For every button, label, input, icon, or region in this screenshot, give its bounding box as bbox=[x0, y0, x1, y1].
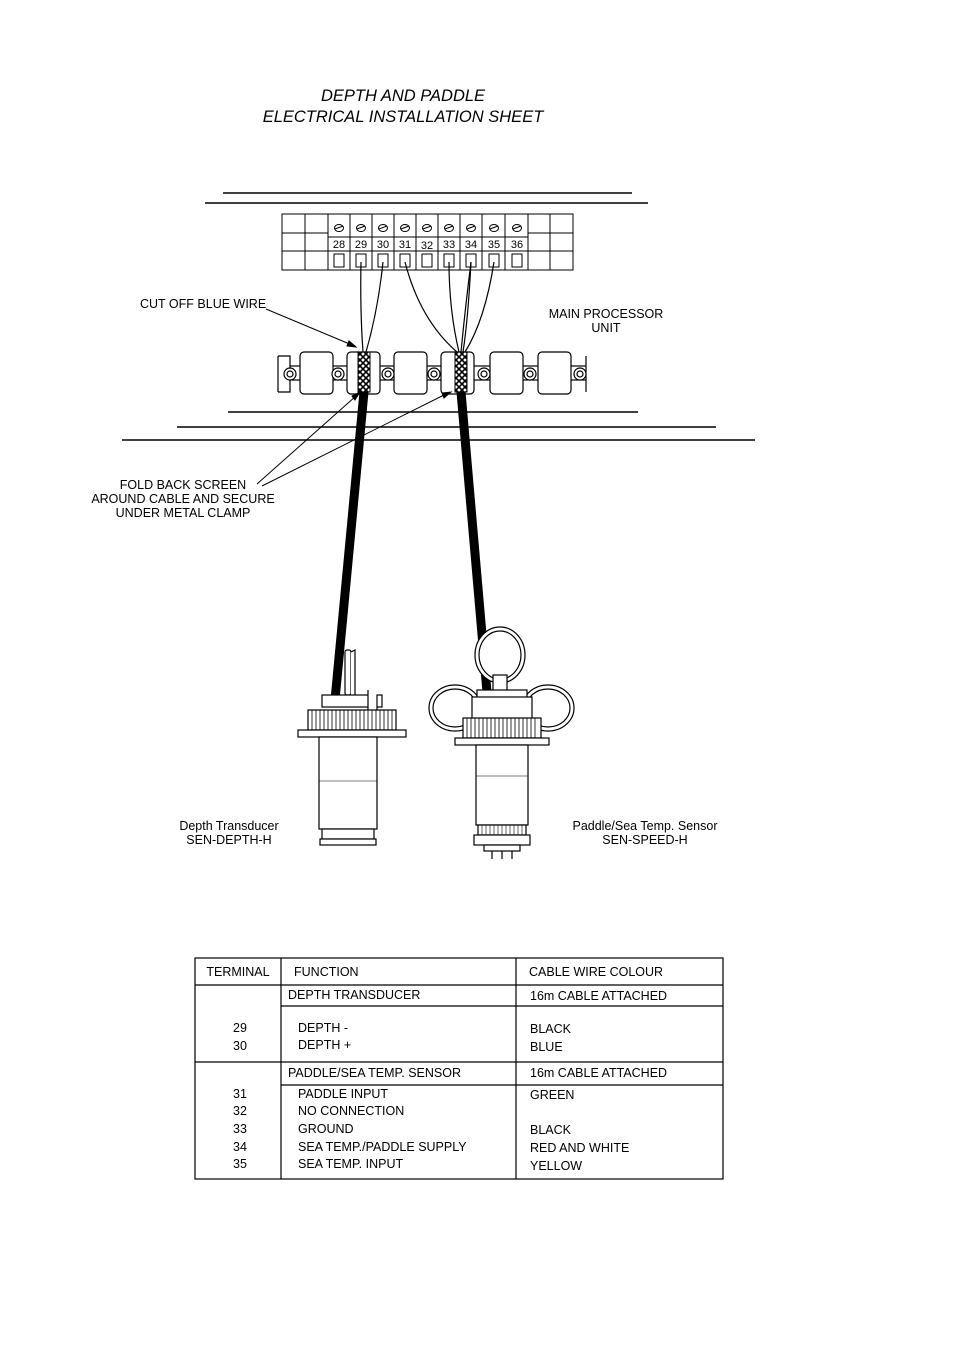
cell-terminal: 31 bbox=[233, 1087, 247, 1101]
terminal-number: 31 bbox=[399, 239, 411, 251]
cell-terminal: 30 bbox=[233, 1039, 247, 1053]
page-title: DEPTH AND PADDLE ELECTRICAL INSTALLATION… bbox=[0, 86, 806, 128]
screw-icon bbox=[378, 224, 388, 232]
terminal-number: 28 bbox=[333, 239, 345, 251]
group-heading-paddle: PADDLE/SEA TEMP. SENSOR bbox=[288, 1066, 461, 1080]
terminal-number: 32 bbox=[421, 240, 433, 252]
screw-icon bbox=[422, 224, 432, 232]
depth-transducer-drawing bbox=[297, 649, 407, 846]
terminal-screws bbox=[334, 224, 522, 232]
cell-colour: YELLOW bbox=[530, 1159, 583, 1173]
terminal-number: 29 bbox=[355, 239, 367, 251]
cell-terminal: 35 bbox=[233, 1157, 247, 1171]
header-terminal: TERMINAL bbox=[206, 965, 270, 979]
title-line-2: ELECTRICAL INSTALLATION SHEET bbox=[262, 108, 544, 126]
label-main-processor-line-1: MAIN PROCESSOR bbox=[548, 307, 664, 321]
group-colour-heading-paddle: 16m CABLE ATTACHED bbox=[530, 1066, 668, 1080]
screw-icon bbox=[489, 224, 499, 232]
group-colour-heading-depth: 16m CABLE ATTACHED bbox=[530, 989, 668, 1003]
label-fold-back-screen: FOLD BACK SCREEN AROUND CABLE AND SECURE… bbox=[86, 478, 280, 520]
header-colour: CABLE WIRE COLOUR bbox=[529, 965, 664, 979]
leader-lines bbox=[256, 308, 453, 487]
cell-terminal: 29 bbox=[233, 1021, 247, 1035]
paddle-sensor-code: SEN-SPEED-H bbox=[602, 833, 688, 847]
screw-icon bbox=[512, 224, 522, 232]
terminal-number: 33 bbox=[443, 239, 455, 251]
paddle-sensor-name: Paddle/Sea Temp. Sensor bbox=[572, 819, 718, 833]
cell-function: SEA TEMP. INPUT bbox=[298, 1157, 404, 1171]
label-depth-transducer: Depth Transducer SEN-DEPTH-H bbox=[166, 819, 292, 847]
cable-clamp-bar bbox=[277, 351, 587, 395]
cell-terminal: 33 bbox=[233, 1122, 247, 1136]
cell-function: PADDLE INPUT bbox=[298, 1087, 389, 1101]
cell-function: SEA TEMP./PADDLE SUPPLY bbox=[298, 1140, 467, 1154]
wires bbox=[360, 261, 495, 353]
terminal-numbers: 28 29 30 31 32 33 34 35 36 bbox=[333, 239, 523, 252]
group-heading-depth: DEPTH TRANSDUCER bbox=[288, 988, 421, 1002]
wiring-diagram: 28 29 30 31 32 33 34 35 36 bbox=[122, 192, 755, 859]
terminal-number: 34 bbox=[465, 239, 477, 251]
depth-transducer-name: Depth Transducer bbox=[179, 819, 279, 833]
cell-terminal: 32 bbox=[233, 1104, 247, 1118]
processor-housing-lines bbox=[122, 192, 755, 441]
cell-function: DEPTH - bbox=[298, 1021, 348, 1035]
cell-colour: BLUE bbox=[530, 1040, 563, 1054]
label-main-processor-line-2: UNIT bbox=[591, 321, 621, 335]
label-fold-back-line-1: FOLD BACK SCREEN bbox=[119, 478, 247, 492]
cell-colour: GREEN bbox=[530, 1088, 575, 1102]
table-row: 29 DEPTH - BLACK 30 DEPTH + BLUE bbox=[195, 1020, 723, 1056]
terminal-number: 36 bbox=[511, 239, 523, 251]
screw-icon bbox=[466, 224, 476, 232]
terminal-number: 30 bbox=[377, 239, 389, 251]
cell-function: GROUND bbox=[298, 1122, 354, 1136]
header-function: FUNCTION bbox=[294, 965, 359, 979]
label-main-processor-unit: MAIN PROCESSOR UNIT bbox=[544, 307, 668, 335]
label-paddle-sensor: Paddle/Sea Temp. Sensor SEN-SPEED-H bbox=[566, 819, 724, 847]
screw-icon bbox=[444, 224, 454, 232]
depth-transducer-code: SEN-DEPTH-H bbox=[186, 833, 272, 847]
cell-function: NO CONNECTION bbox=[298, 1104, 405, 1118]
cell-function: DEPTH + bbox=[298, 1038, 352, 1052]
screw-icon bbox=[334, 224, 344, 232]
cell-terminal: 34 bbox=[233, 1140, 247, 1154]
paddle-sensor-drawing bbox=[428, 626, 575, 859]
title-line-1: DEPTH AND PADDLE bbox=[320, 87, 486, 105]
label-cut-off-blue-wire: CUT OFF BLUE WIRE bbox=[140, 297, 267, 311]
terminal-number: 35 bbox=[488, 239, 500, 251]
label-fold-back-line-2: AROUND CABLE AND SECURE bbox=[91, 492, 275, 506]
screw-icon bbox=[400, 224, 410, 232]
cell-colour: BLACK bbox=[530, 1123, 571, 1137]
cell-colour: BLACK bbox=[530, 1022, 571, 1036]
screw-icon bbox=[356, 224, 366, 232]
depth-cable bbox=[330, 391, 369, 701]
table-row: 31 PADDLE INPUT GREEN 32 NO CONNECTION 3… bbox=[195, 1086, 723, 1176]
cell-colour: RED AND WHITE bbox=[530, 1141, 630, 1155]
label-fold-back-line-3: UNDER METAL CLAMP bbox=[115, 506, 251, 520]
terminal-strip bbox=[281, 213, 574, 271]
